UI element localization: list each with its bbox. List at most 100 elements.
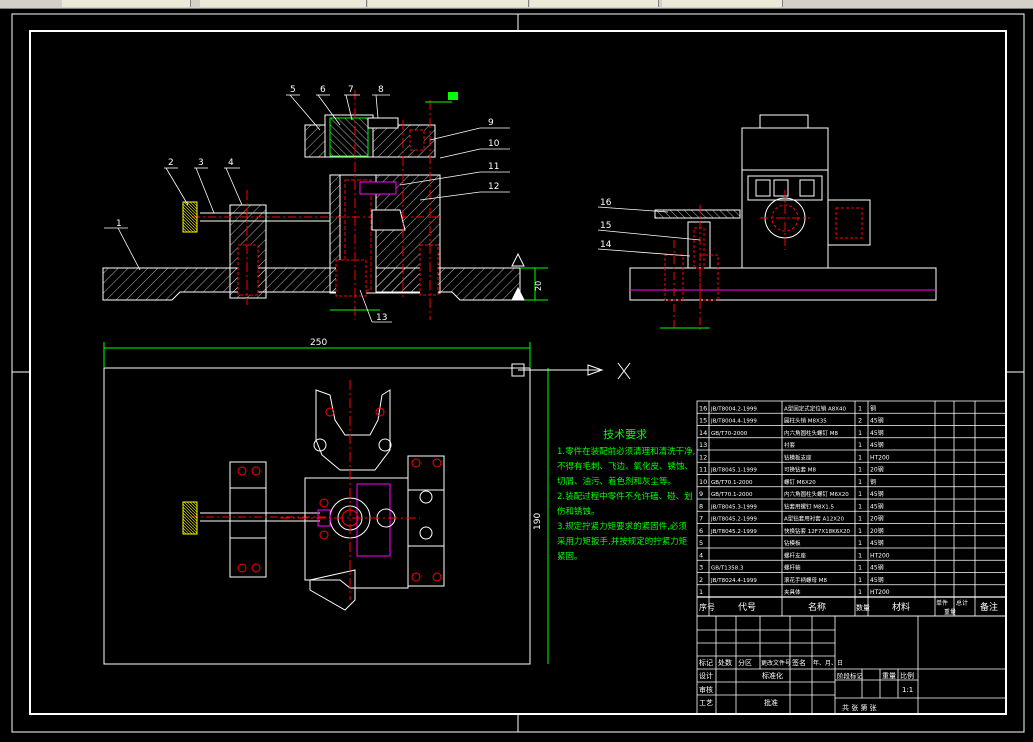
tab[interactable] [368,0,529,7]
bom-cell-qty: 1 [858,478,862,486]
svg-text:阶段标记: 阶段标记 [837,671,864,680]
bom-cell-name: 螺杆支座 [784,551,807,559]
bom-cell-mat: 45钢 [870,564,884,572]
bom-cell-name: 可换钻套 M8 [784,466,816,474]
bom-cell-qty: 1 [858,564,862,572]
bom-cell-code: JB/T8004.2-1999 [710,406,757,412]
svg-text:处数: 处数 [718,658,732,667]
tab[interactable] [200,0,367,7]
bom-cell-no: 8 [699,502,703,510]
bom-cell-code: JB/T8045.3-1999 [710,504,757,510]
bom-cell-qty: 1 [858,588,862,596]
leader-number: 2 [168,158,174,168]
bom-cell-code: JB/T8045.2-1999 [710,529,757,535]
dim-length-label: 250 [310,338,327,348]
tab[interactable] [530,0,659,7]
svg-text:年、月、日: 年、月、日 [813,659,843,667]
bom-cell-qty: 1 [858,576,862,584]
bom-cell-no: 11 [699,466,707,474]
side-view [629,114,937,330]
bom-cell-no: 5 [699,539,703,547]
bom-cell-qty: 1 [858,453,862,461]
bom-cell-no: 15 [699,417,707,425]
tech-line: 伤和锈蚀。 [557,506,600,517]
title-block [696,615,1007,715]
bom-cell-name: A型固定式定位销 A8X40 [784,404,847,412]
bom-cell-no: 6 [699,527,703,535]
outer-border [11,13,1025,733]
bom-cell-no: 4 [699,551,703,559]
bom-cell-name: 快换钻套 12F7X18K6X20 [784,527,851,535]
bom-header-note: 备注 [980,601,998,613]
tech-title: 技术要求 [603,428,647,441]
bom-cell-qty: 1 [858,466,862,474]
bom-cell-qty: 2 [858,417,862,425]
svg-text:比例: 比例 [900,671,914,680]
bom-cell-no: 13 [699,441,707,449]
svg-text:共 张 第 张: 共 张 第 张 [842,703,877,712]
leader-number: 1 [116,219,122,229]
bom-cell-qty: 1 [858,404,862,412]
bom-cell-name: 钻套用螺钉 M8X1.5 [784,502,835,510]
leader-number: 14 [600,240,612,250]
svg-text:签名: 签名 [792,658,806,667]
bom-cell-mat: 20钢 [870,515,884,523]
bom-cell-no: 16 [699,404,707,412]
bom-cell-name: 衬套 [784,441,796,449]
tab[interactable] [662,0,783,7]
bom-cell-no: 2 [699,576,703,584]
bom-cell-mat: 钢 [870,478,876,486]
top-view [103,342,631,665]
bom-cell-code: JB/T8045.2-1999 [710,517,757,523]
bom-cell-name: 螺钉 M6X20 [784,478,816,486]
tab[interactable] [62,0,191,7]
leader-number: 12 [488,182,499,192]
bom-header-weight: 重量 [944,608,956,616]
leader-number: 10 [488,139,500,149]
bom-cell-code: GB/T70.1-2000 [711,480,753,486]
svg-text:分区: 分区 [738,658,752,667]
bom-cell-qty: 1 [858,441,862,449]
bom-cell-no: 12 [699,453,707,461]
svg-text:设计: 设计 [699,671,713,680]
bom-cell-qty: 1 [858,490,862,498]
bom-cell-mat: 45钢 [870,490,884,498]
tech-line: 切屑、油污、着色剂和灰尘等。 [557,476,676,487]
bom-cell-no: 9 [699,490,703,498]
bom-cell-name: 钻模板支座 [784,453,812,461]
leader-number: 6 [320,85,326,95]
bom-cell-name: 滚花手柄螺母 M8 [784,576,827,584]
bom-cell-name: 内六角圆柱头螺钉 M6X20 [784,490,849,498]
tech-line: 1.零件在装配前必须清理和清洗干净, [557,446,695,457]
window-tab-bar [0,0,1033,9]
bom-cell-mat: 45钢 [870,502,884,510]
bom-cell-code: JB/T8024.4-1999 [710,578,757,584]
bom-cell-mat: 20钢 [870,466,884,474]
leader-number: 3 [198,158,204,168]
bom-header-code: 代号 [738,602,756,613]
leader-number: 4 [228,158,234,168]
svg-text:工艺: 工艺 [699,699,713,707]
leader-number: 16 [600,198,612,208]
bom-header-qty: 数量 [856,603,870,612]
leader-number: 8 [378,85,384,95]
leader-number: 9 [488,118,494,128]
bom-cell-name: 夹具体 [784,588,801,596]
leader-number: 11 [488,162,499,172]
bom-cell-code: GB/T70-2000 [711,431,748,437]
cad-drawing-canvas[interactable]: 1 2 3 4 5 6 7 8 9 10 11 12 13 20 [0,9,1033,742]
bom-cell-no: 1 [699,588,703,596]
svg-text:更改文件号: 更改文件号 [761,659,791,667]
bom-cell-name: 螺杆轴 [784,564,801,572]
tech-line: 紧固。 [557,552,583,562]
leader-number: 15 [600,221,611,231]
bom-cell-qty: 1 [858,429,862,437]
bom-cell-code: GB/T70.1-2000 [711,492,753,498]
bom-cell-mat: 45钢 [870,576,884,584]
dim-height-label: 20 [534,281,543,291]
bom-cell-mat: 45钢 [870,429,884,437]
bom-cell-name: 钻模板 [784,539,801,547]
bom-cell-code: JB/T8045.1-1999 [710,468,757,474]
bom-cell-no: 3 [699,564,703,572]
